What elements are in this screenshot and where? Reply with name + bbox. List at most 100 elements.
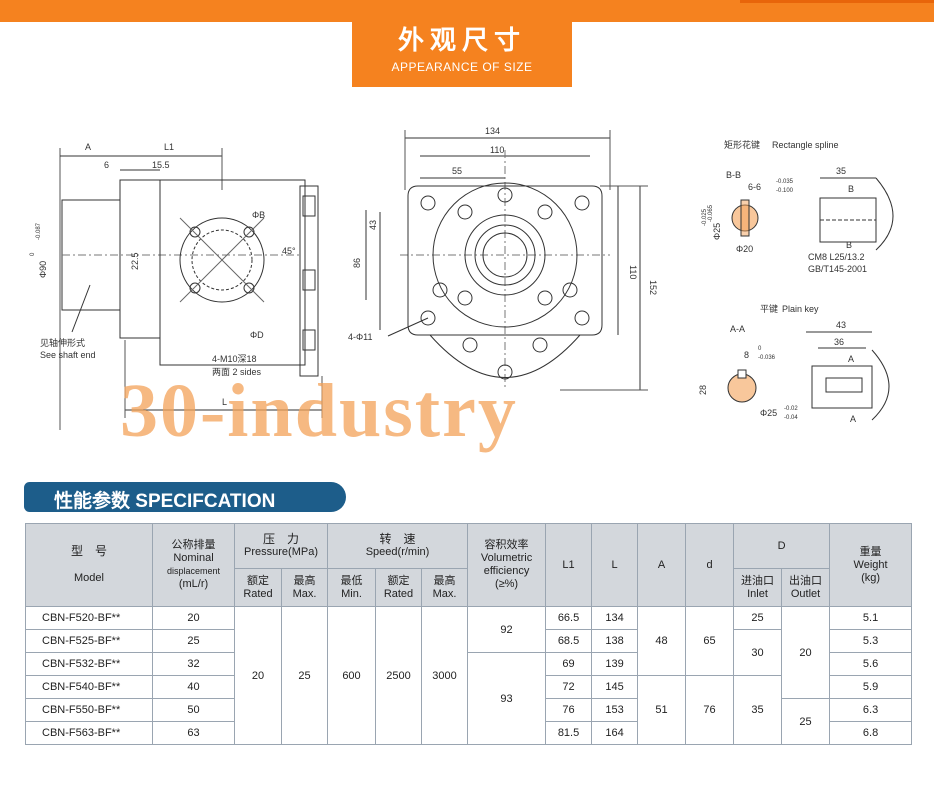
hdr-p-rated-cn: 额定 [247,574,269,587]
hdr-weight-unit: (kg) [861,571,881,584]
col-weight: 重量 Weight (kg) [829,523,913,607]
side-view: 134 110 55 43 86 110 152 4-Φ11 [348,126,658,391]
top-accent-line [740,0,934,3]
hdr-s-max-en: Max. [432,587,457,600]
spline-title-cn: 矩形花键 [724,139,760,150]
key-dim-36: 36 [834,337,844,347]
dim-110v-label: 110 [628,265,638,279]
dim-l1-label: L1 [164,142,174,152]
cell-model: CBN-F532-BF** [25,652,153,676]
col-pressure: 压 力 Pressure(MPa) [234,523,328,569]
cell-model: CBN-F563-BF** [25,721,153,745]
col-model: 型 号 Model [25,523,153,607]
table-row: CBN-F520-BF** 20 20 25 600 2500 3000 92 … [25,606,913,745]
col-displacement: 公称排量 Nominal displacement (mL/r) [152,523,235,607]
dim-holes-label: 4-M10深18 [212,354,257,364]
cell-eff-1: 92 [467,606,547,653]
dim-phi-b-label: ΦB [252,210,265,220]
dim-a-label: A [85,142,91,152]
spline-section-label: B-B [726,170,741,180]
dim-angle-label: 45° [282,246,296,256]
cell-disp: 63 [152,721,235,745]
cell-weight: 5.6 [829,652,913,676]
key-label-a-top: A [848,354,854,364]
table-row: CBN-F525-BF** 25 68.5 138 30 5.3 [25,629,913,676]
section-title-cn: 外观尺寸 [397,26,526,56]
hdr-s-min-en: Min. [341,587,362,600]
spline-tol-phi25: -0.065 [708,204,714,222]
cell-outlet-1: 20 [781,606,831,699]
hdr-disp-en2: displacement [166,566,221,576]
cell-model: CBN-F525-BF** [25,629,153,653]
cell-eff-2: 93 [467,652,547,745]
spline-dim-6-6: 6-6 [748,182,761,192]
cell-model: CBN-F540-BF** [25,675,153,699]
key-tol-bot: -0.04 [784,415,798,421]
spline-tol-6-top: -0.035 [776,179,794,185]
dim-phi90-tol-top: 0 [30,252,36,256]
hdr-outlet-en: Outlet [790,587,821,600]
cell-model: CBN-F550-BF** [25,698,153,722]
cell-s-max: 3000 [420,606,469,745]
col-d-big: D [733,523,831,569]
dim-6-label: 6 [104,160,109,170]
dim-phi90-tol: -0.087 [36,222,42,240]
table-row: CBN-F563-BF** 63 81.5 164 6.8 [25,721,913,745]
hdr-disp-unit: (mL/r) [178,578,209,590]
cell-inlet-1: 25 [733,606,783,630]
cell-disp: 32 [152,652,235,676]
hdr-inlet-cn: 进油口 [741,574,775,587]
spline-dim-phi20: Φ20 [736,244,753,254]
hdr-eff-en2: efficiency [483,565,530,577]
dim-55-label: 55 [452,166,462,176]
key-tol-8-top: 0 [758,346,762,352]
key-dim-8: 8 [744,350,749,360]
hdr-model-en: Model [74,572,104,584]
cell-l1: 68.5 [545,629,593,653]
dim-l-label: L [222,397,227,407]
table-row: CBN-F532-BF** 32 93 69 139 5.6 [25,652,913,745]
dim-holes-11-label: 4-Φ11 [348,332,373,342]
hdr-weight-cn: 重量 [859,545,882,558]
cell-p-max: 25 [281,606,328,745]
cell-inlet-2: 30 [733,629,783,676]
hdr-eff-en1: Volumetric [480,552,533,564]
dim-43-label: 43 [368,220,378,230]
cell-weight: 6.3 [829,698,913,722]
plain-key-detail: 平键 Plain key A-A 8 0 -0.036 28 Φ25 -0.02… [698,303,890,424]
cell-s-rated: 2500 [375,606,422,745]
hdr-disp-cn: 公称排量 [171,539,216,551]
cell-disp: 50 [152,698,235,722]
hdr-eff-unit: (≥%) [494,578,519,590]
dim-holes-sides-label: 两面 2 sides [212,367,262,377]
hdr-s-max-cn: 最高 [433,574,456,587]
spline-title-en: Rectangle spline [772,140,839,150]
spline-label-b-bot: B [846,240,852,250]
hdr-pressure-cn: 压 力 [262,532,299,546]
cell-l1: 81.5 [545,721,593,745]
hdr-speed-cn: 转 速 [379,532,416,546]
spline-detail: 矩形花键 Rectangle spline B-B 6-6 -0.035 -0.… [702,139,894,274]
hdr-s-rated-en: Rated [383,587,414,600]
hdr-s-min-cn: 最低 [340,574,363,587]
cell-disp: 20 [152,606,235,630]
cell-weight: 6.8 [829,721,913,745]
table-row: CBN-F550-BF** 50 76 153 25 6.3 [25,698,913,745]
cell-l1: 69 [545,652,593,676]
key-section-label: A-A [730,324,745,334]
spec-banner: 性能参数 SPECIFCATION [24,482,346,512]
cell-l: 139 [591,652,639,676]
spline-tol-6-bot: -0.100 [776,188,794,194]
section-title-en: APPEARANCE OF SIZE [391,60,533,74]
spline-note-2: GB/T145-2001 [808,264,867,274]
spline-tol-phi25-top: -0.025 [702,208,708,226]
cell-disp: 25 [152,629,235,653]
dim-phi-d-label: ΦD [250,330,264,340]
key-dim-28: 28 [698,385,708,395]
